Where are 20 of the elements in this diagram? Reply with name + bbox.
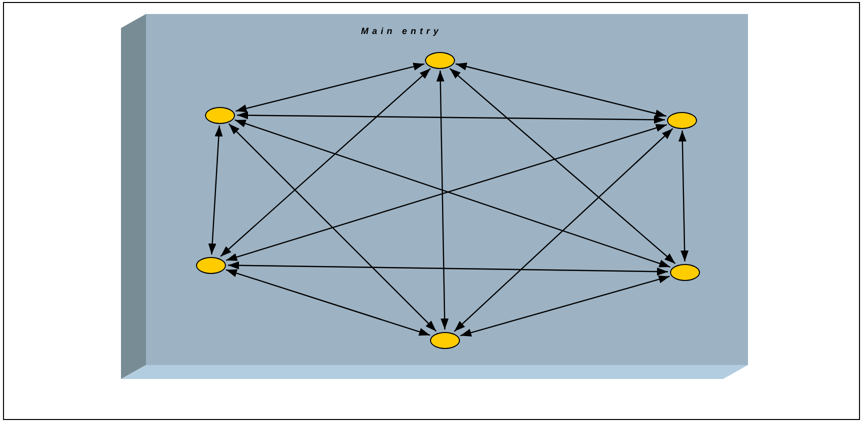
double-arrow bbox=[449, 68, 676, 264]
ellipse-node bbox=[667, 112, 697, 128]
panel-title: Main entry bbox=[361, 25, 442, 38]
ellipse-node bbox=[425, 52, 455, 68]
double-arrow bbox=[436, 70, 449, 330]
double-arrow bbox=[236, 62, 424, 112]
ellipse-node bbox=[205, 106, 235, 124]
double-arrow bbox=[228, 123, 437, 332]
ellipse-node bbox=[670, 264, 700, 280]
double-arrow bbox=[220, 68, 431, 257]
double-arrow bbox=[460, 276, 670, 336]
double-arrow bbox=[454, 128, 674, 332]
double-arrow bbox=[208, 125, 223, 255]
double-arrow bbox=[678, 130, 689, 262]
double-arrow bbox=[456, 62, 666, 118]
double-arrow bbox=[236, 111, 666, 124]
double-arrow bbox=[226, 269, 430, 336]
ellipse-node bbox=[196, 256, 226, 274]
ellipse-node bbox=[430, 332, 460, 348]
double-arrow bbox=[228, 261, 668, 276]
